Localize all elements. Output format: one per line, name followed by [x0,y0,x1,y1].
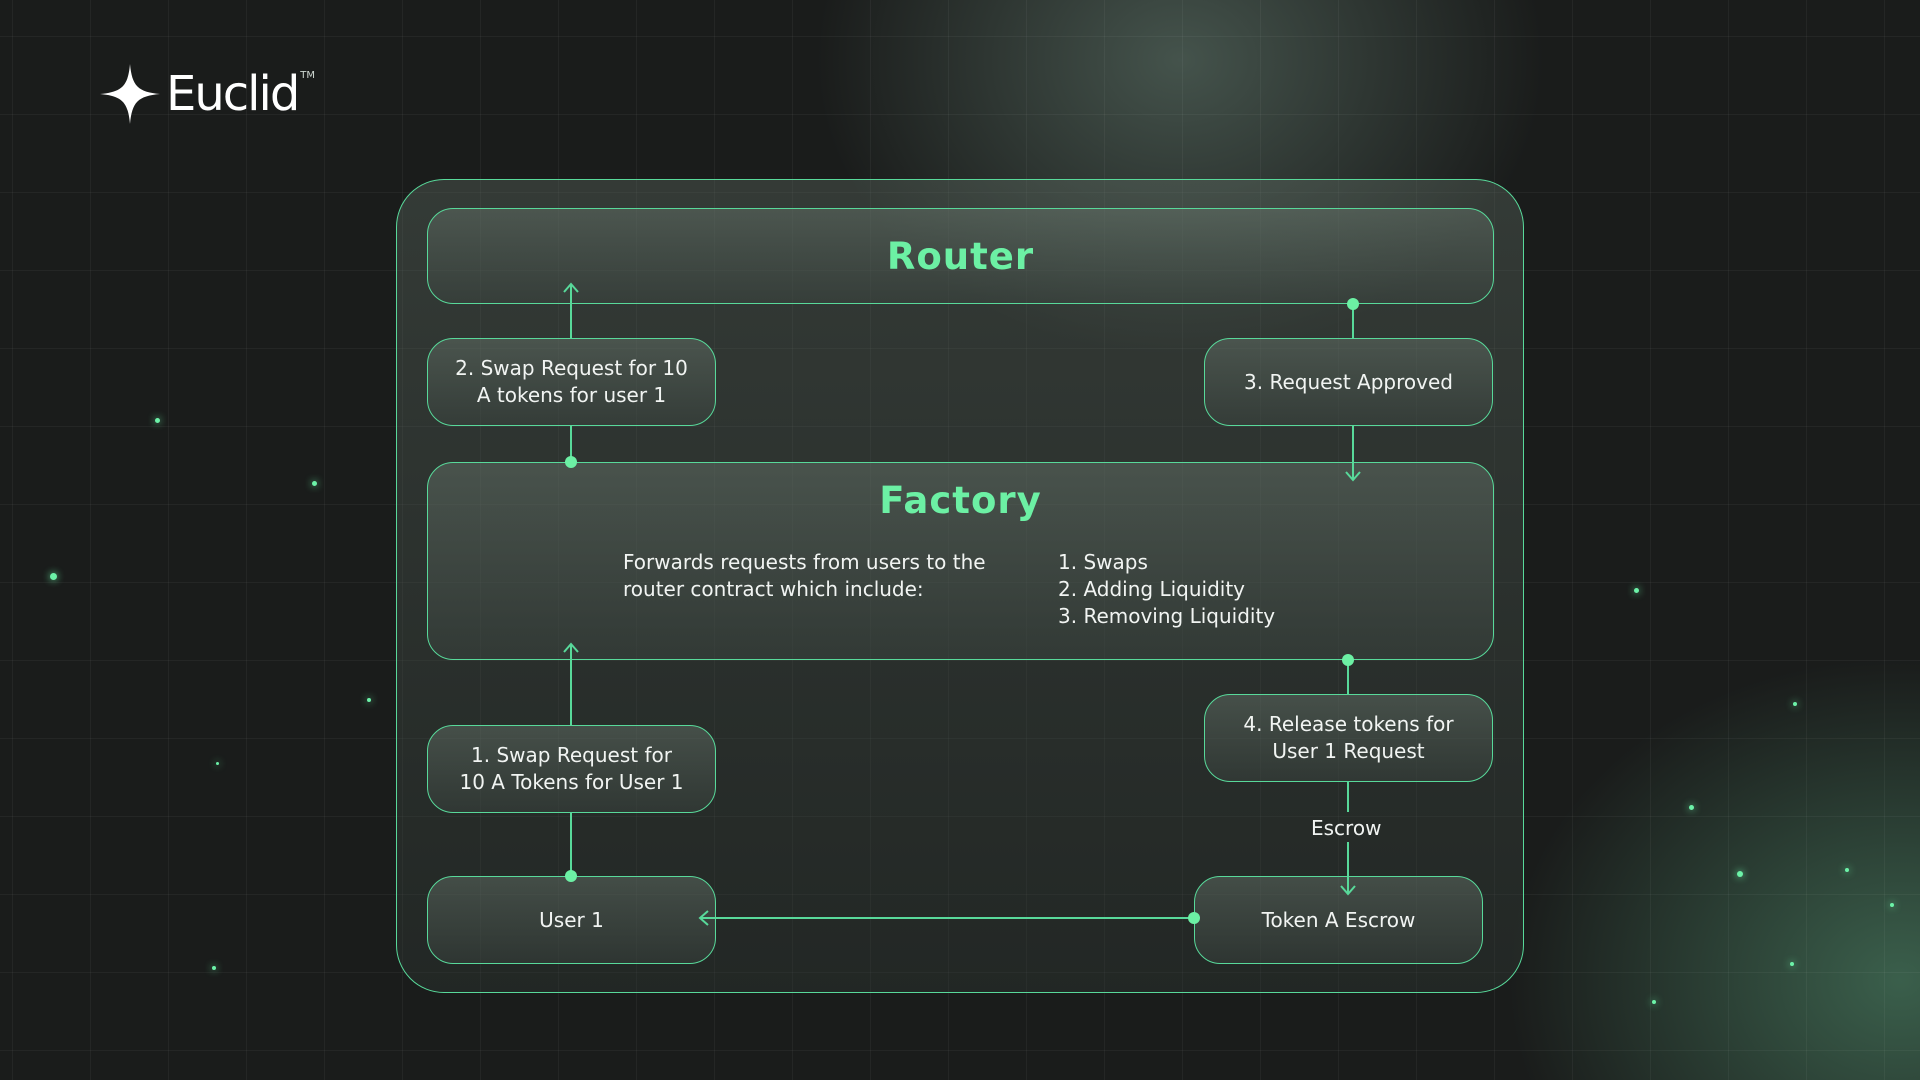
list-item: 3. Removing Liquidity [1058,604,1276,628]
diagram-container [396,179,1524,993]
step4-box: 4. Release tokens for User 1 Request [1204,694,1493,782]
sparkle [1845,868,1849,872]
step2-line1: 2. Swap Request for 10 [455,356,688,380]
sparkle [50,573,57,580]
sparkle [1793,702,1797,706]
factory-description: Forwards requests from users to the rout… [623,550,986,601]
list-item: 1. Swaps [1058,550,1148,574]
list-item: 2. Adding Liquidity [1058,577,1246,601]
sparkle-star-icon [100,64,160,124]
sparkle [1790,962,1794,966]
connector-dot [565,456,577,468]
sparkle [1652,1000,1656,1004]
token-a-escrow-label: Token A Escrow [1261,907,1416,932]
sparkle [212,966,216,970]
sparkle [155,418,160,423]
step3-label: 3. Request Approved [1244,369,1453,394]
connector-dot [1347,298,1359,310]
sparkle [1890,903,1894,907]
step3-box: 3. Request Approved [1204,338,1493,426]
factory-title: Factory [879,479,1042,522]
connector-dot [1188,912,1200,924]
sparkle [312,481,317,486]
factory-feature-list: 1. Swaps 2. Adding Liquidity 3. Removing… [1058,549,1275,630]
sparkle [1689,805,1694,810]
user1-label: User 1 [539,907,604,932]
step4-line1: 4. Release tokens for [1243,712,1454,736]
sparkle [216,762,219,765]
factory-box: Factory Forwards requests from users to … [427,462,1494,660]
step4-line2: User 1 Request [1272,739,1425,763]
escrow-edge-label: Escrow [1311,816,1382,840]
step2-box: 2. Swap Request for 10 A tokens for user… [427,338,716,426]
router-box: Router [427,208,1494,304]
connector-dot [1342,654,1354,666]
step1-line2: 10 A Tokens for User 1 [459,770,684,794]
router-title: Router [886,234,1035,278]
token-a-escrow-box: Token A Escrow [1194,876,1483,964]
step1-line1: 1. Swap Request for [471,743,672,767]
euclid-logo: Euclid TM [98,62,315,126]
step1-box: 1. Swap Request for 10 A Tokens for User… [427,725,716,813]
trademark: TM [300,70,316,81]
sparkle [367,698,371,702]
brand-name: Euclid [166,66,300,122]
connector-dot [565,870,577,882]
step2-line2: A tokens for user 1 [476,383,667,407]
user1-box: User 1 [427,876,716,964]
sparkle [1737,871,1743,877]
sparkle [1634,588,1639,593]
